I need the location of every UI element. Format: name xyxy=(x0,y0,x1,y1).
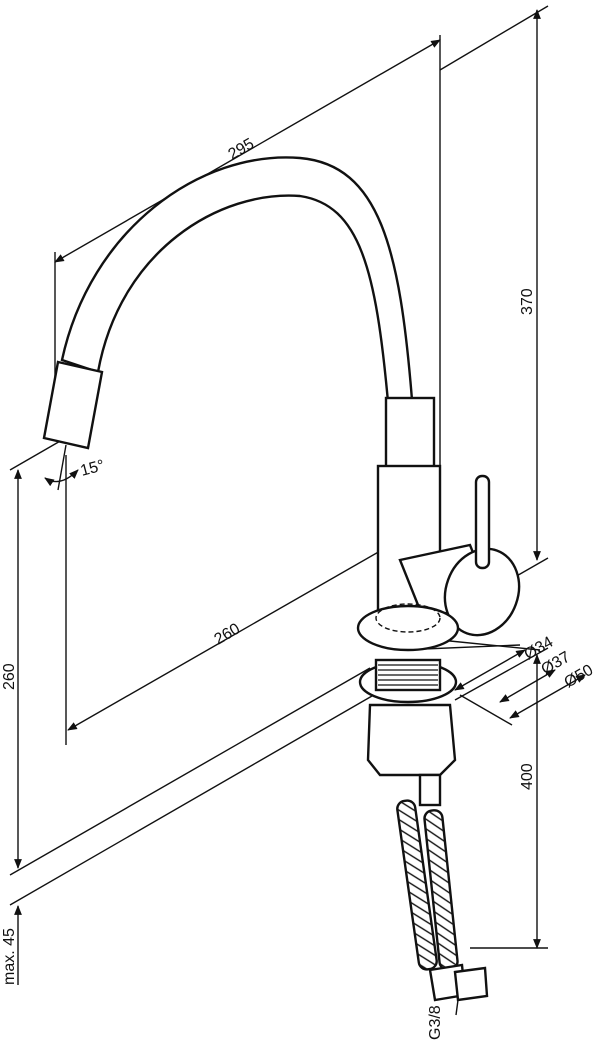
spout xyxy=(60,156,414,404)
dimension-spout-angle: 15° xyxy=(44,444,107,491)
label-max-45: max. 45 xyxy=(1,928,18,985)
dimension-total-height: 370 xyxy=(439,5,549,621)
spout-collar xyxy=(384,396,436,470)
label-g38: G3/8 xyxy=(427,1005,444,1040)
dimension-hose-length: 400 xyxy=(454,647,549,949)
dimension-spout-height: 260 xyxy=(1,439,373,906)
hose-connector xyxy=(418,773,442,807)
faucet: G3/8 xyxy=(42,156,521,1040)
dimension-max-thickness: max. 45 xyxy=(1,905,22,985)
label-295: 295 xyxy=(226,135,258,163)
hose-nut-right xyxy=(453,966,489,1002)
dimension-spout-to-base: 260 xyxy=(65,455,409,745)
handle-lever xyxy=(474,474,491,570)
label-370: 370 xyxy=(519,288,536,315)
base-ring xyxy=(356,604,460,652)
mounting-nut xyxy=(366,703,457,777)
spout-nozzle xyxy=(42,360,104,450)
label-15deg: 15° xyxy=(79,457,107,480)
handle-cylinder xyxy=(443,547,521,637)
label-260-vertical: 260 xyxy=(1,663,18,690)
label-400: 400 xyxy=(519,763,536,790)
